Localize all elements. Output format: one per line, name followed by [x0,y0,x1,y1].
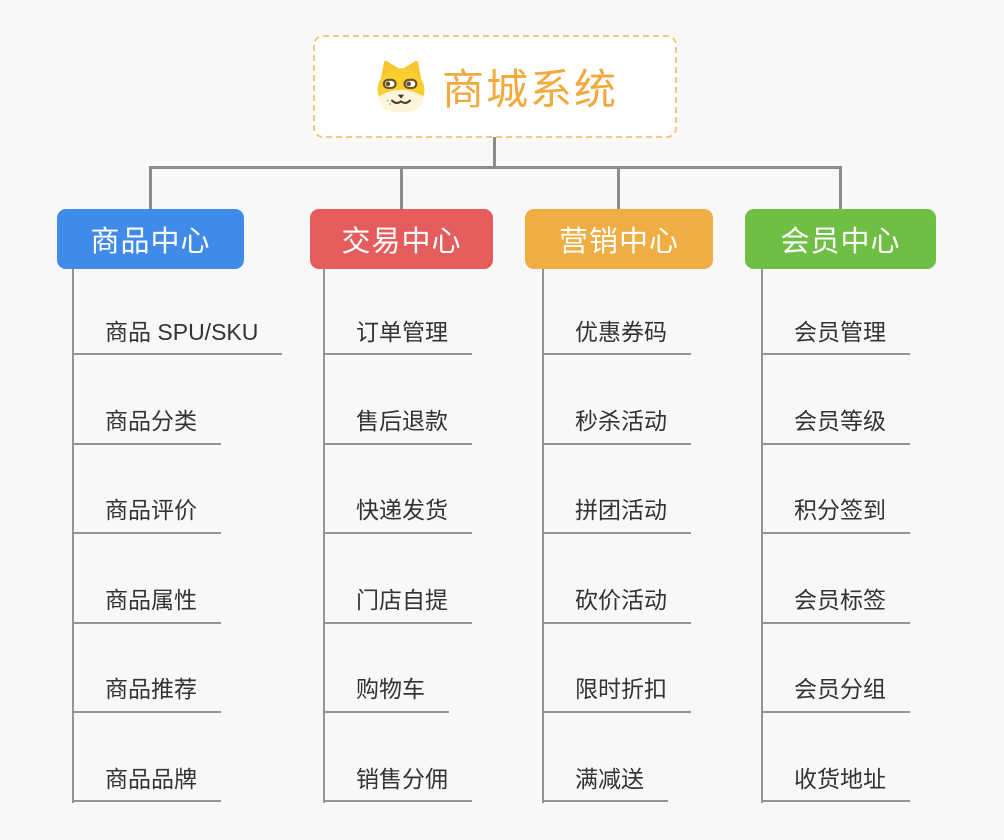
connector-root-stem [493,137,496,168]
connector-children-rail-4 [761,269,763,803]
child-topic[interactable]: 商品品牌 [72,765,221,803]
branch-node-marketing-center[interactable]: 营销中心 [525,209,713,269]
child-topic[interactable]: 商品推荐 [72,675,221,713]
dog-face-icon [372,60,430,114]
child-topic[interactable]: 商品分类 [72,407,221,445]
child-topic[interactable]: 购物车 [323,675,449,713]
children-list-trade-center: 订单管理 售后退款 快递发货 门店自提 购物车 销售分佣 [323,266,472,803]
child-topic[interactable]: 拼团活动 [542,496,691,535]
child-topic[interactable]: 收货地址 [761,765,910,803]
child-topic[interactable]: 订单管理 [323,318,472,356]
child-topic[interactable]: 快递发货 [323,496,472,535]
connector-stub-branch-3 [617,168,620,210]
connector-children-rail-2 [323,269,325,803]
connector-stub-branch-2 [400,168,403,210]
child-topic[interactable]: 会员标签 [761,586,910,624]
connector-stub-branch-4 [839,168,842,210]
child-topic[interactable]: 会员管理 [761,318,910,356]
child-topic[interactable]: 满减送 [542,765,668,803]
child-topic[interactable]: 会员分组 [761,675,910,713]
child-topic[interactable]: 秒杀活动 [542,407,691,445]
children-list-marketing-center: 优惠券码 秒杀活动 拼团活动 砍价活动 限时折扣 满减送 [542,266,691,803]
child-topic[interactable]: 门店自提 [323,586,472,624]
child-topic[interactable]: 限时折扣 [542,675,691,713]
child-topic[interactable]: 积分签到 [761,496,910,535]
child-topic[interactable]: 会员等级 [761,407,910,445]
child-topic[interactable]: 优惠券码 [542,318,691,356]
root-node[interactable]: 商城系统 [313,35,677,138]
child-topic[interactable]: 商品评价 [72,496,221,535]
children-list-product-center: 商品 SPU/SKU 商品分类 商品评价 商品属性 商品推荐 商品品牌 [72,266,283,803]
connector-stub-branch-1 [149,168,152,210]
child-topic[interactable]: 砍价活动 [542,586,691,624]
branch-node-member-center[interactable]: 会员中心 [745,209,936,269]
branch-node-product-center[interactable]: 商品中心 [57,209,244,269]
child-topic[interactable]: 商品 SPU/SKU [72,318,283,356]
connector-children-rail-1 [72,269,74,803]
child-topic[interactable]: 销售分佣 [323,765,472,803]
child-topic[interactable]: 售后退款 [323,407,472,445]
root-title: 商城系统 [441,66,618,113]
children-list-member-center: 会员管理 会员等级 积分签到 会员标签 会员分组 收货地址 [761,266,910,803]
child-topic[interactable]: 商品属性 [72,586,221,624]
connector-horizontal-rail [149,166,842,169]
connector-children-rail-3 [542,269,544,803]
branch-node-trade-center[interactable]: 交易中心 [310,209,493,269]
